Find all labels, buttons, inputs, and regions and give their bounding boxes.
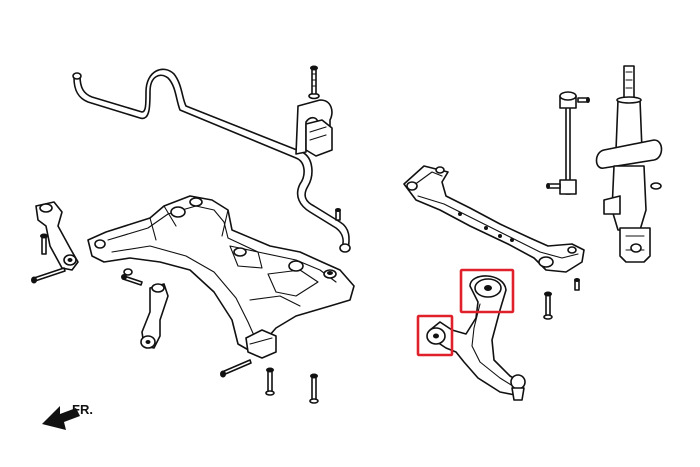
bar-end-bolt [335, 208, 341, 221]
subframe-tie-bar [403, 165, 585, 273]
front-arrow-icon [42, 406, 80, 430]
left-bolts [31, 233, 143, 286]
lower-bolts [220, 359, 319, 404]
lower-control-arm [426, 275, 526, 401]
front-direction-indicator: FR. [42, 402, 93, 430]
stabilizer-bar [72, 68, 351, 253]
rear-bushing-highlight [459, 268, 515, 314]
front-direction-label: FR. [72, 402, 93, 417]
tie-bar-bolt [574, 278, 580, 291]
subframe-mount-bracket [35, 201, 79, 271]
front-subframe [87, 195, 355, 359]
front-bushing-highlight [416, 314, 454, 357]
arm-bolt [543, 291, 553, 320]
stabilizer-bushing-clamp [295, 65, 333, 157]
lower-torque-link [140, 283, 169, 349]
strut-assembly [595, 65, 663, 263]
stabilizer-link [546, 91, 590, 195]
